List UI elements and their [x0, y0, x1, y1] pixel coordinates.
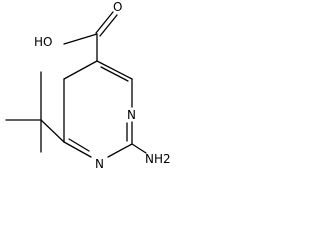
amino-label: NH2 [145, 152, 171, 166]
bond-c5-c6-inner [100, 66, 129, 82]
bond-carboxyl-c-o-double-a [95, 11, 114, 34]
ring-nitrogen-1-label: N [127, 108, 136, 122]
bond-c2-n3 [107, 143, 133, 158]
carboxylic-acid-group: HO O [34, 0, 122, 62]
ring-nitrogen-2-label: N [95, 157, 104, 171]
hydroxyl-label: HO [34, 35, 52, 49]
bond-carboxyl-c-oh [63, 33, 98, 45]
bond-c5-c6 [96, 60, 133, 80]
tert-butyl-group [5, 71, 65, 153]
bond-carboxyl-c-o-double-b [99, 14, 118, 37]
amino-group: NH2 [131, 143, 171, 166]
bond-c4-quaternary-carbon [40, 119, 65, 143]
pyrimidine-ring: N N [63, 60, 136, 171]
bond-n3-c4-inner [68, 138, 90, 152]
bond-c4-c5-link [63, 60, 98, 80]
carbonyl-oxygen-label: O [113, 0, 122, 14]
bond-c2-amino [131, 143, 147, 154]
bond-n3-c4 [63, 141, 92, 158]
chemical-structure: HO O N N NH2 [5, 0, 171, 171]
